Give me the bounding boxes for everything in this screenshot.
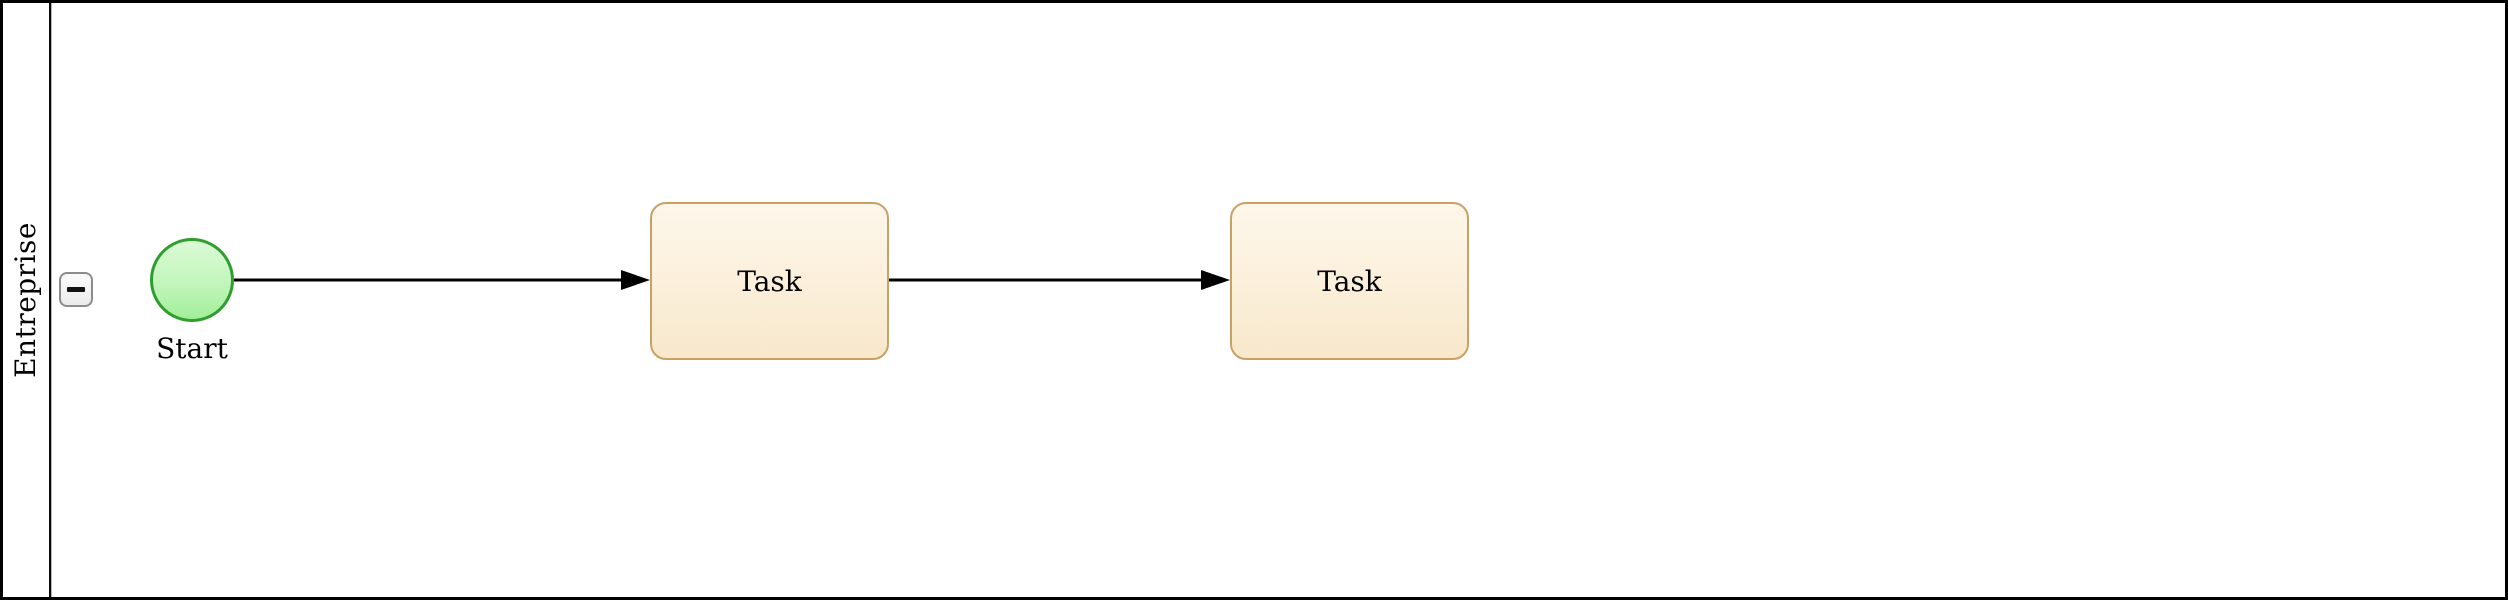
task-1[interactable]: Task	[650, 202, 889, 360]
minus-icon	[67, 287, 85, 292]
task-2-label: Task	[1317, 264, 1382, 298]
start-event-label: Start	[156, 332, 228, 365]
task-1-label: Task	[737, 264, 802, 298]
start-event[interactable]	[150, 238, 234, 322]
pool-label-divider	[49, 3, 52, 597]
pool-collapse-button[interactable]	[59, 272, 93, 307]
pool-label-text: Entreprise	[8, 222, 42, 378]
task-2[interactable]: Task	[1230, 202, 1469, 360]
pool-label[interactable]: Entreprise	[0, 0, 50, 600]
